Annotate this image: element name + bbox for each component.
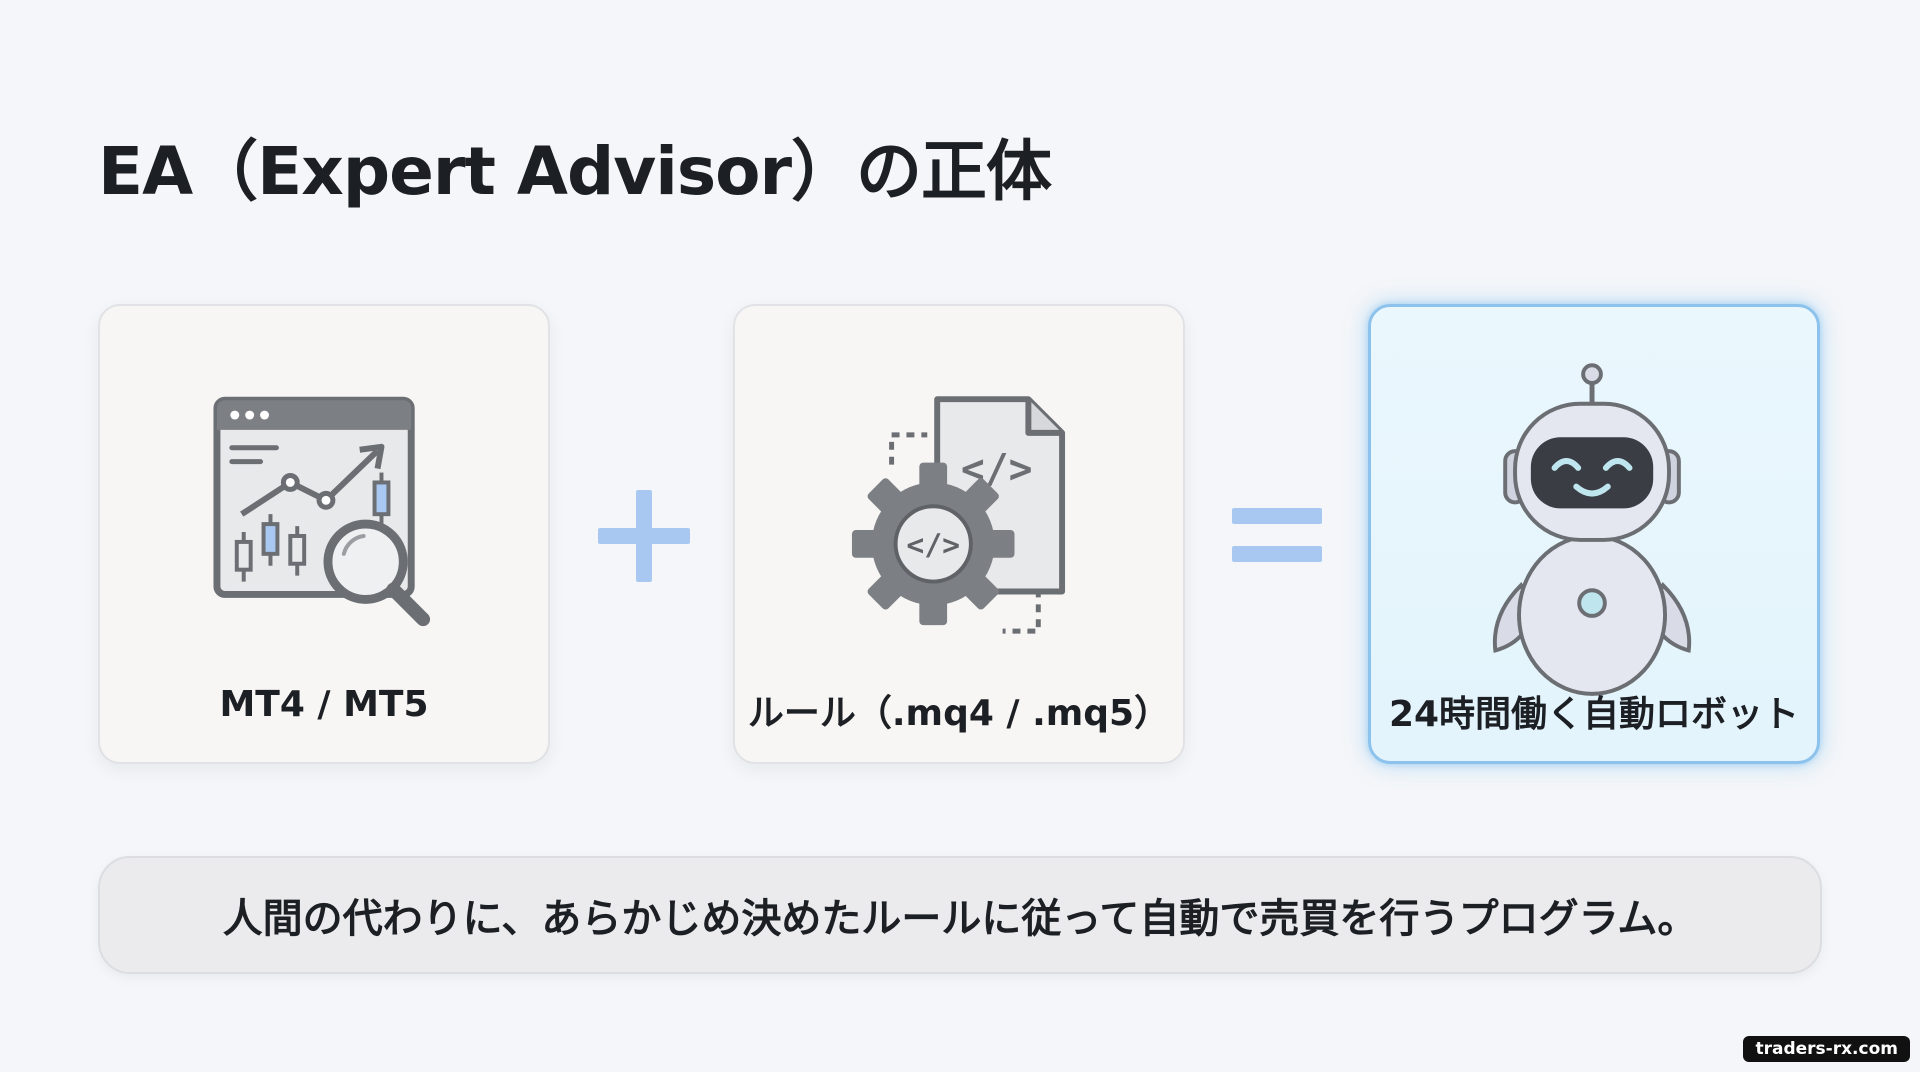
card-rules: </> </> ルール（.mq4 / .mq5） bbox=[733, 304, 1185, 764]
equals-icon bbox=[1232, 508, 1322, 562]
gear-code-icon: </> </> bbox=[851, 396, 1066, 634]
card-mt4-mt5: MT4 / MT5 bbox=[98, 304, 550, 764]
watermark: traders-rx.com bbox=[1743, 1036, 1910, 1062]
robot-icon bbox=[1492, 363, 1692, 696]
page-title: EA（Expert Advisor）の正体 bbox=[98, 133, 1052, 210]
summary-text: 人間の代わりに、あらかじめ決めたルールに従って自動で売買を行うプログラム。 bbox=[222, 896, 1698, 942]
chart-analysis-icon bbox=[213, 396, 431, 627]
card-robot: 24時間働く自動ロボット bbox=[1368, 304, 1820, 764]
card-label-platform: MT4 / MT5 bbox=[219, 684, 429, 725]
card-label-rules: ルール（.mq4 / .mq5） bbox=[747, 693, 1171, 734]
plus-icon bbox=[598, 490, 690, 582]
summary-bar: 人間の代わりに、あらかじめ決めたルールに従って自動で売買を行うプログラム。 bbox=[98, 856, 1822, 974]
svg-text:</>: </> bbox=[961, 446, 1033, 492]
svg-text:</>: </> bbox=[906, 528, 960, 563]
card-label-robot: 24時間働く自動ロボット bbox=[1388, 694, 1800, 735]
